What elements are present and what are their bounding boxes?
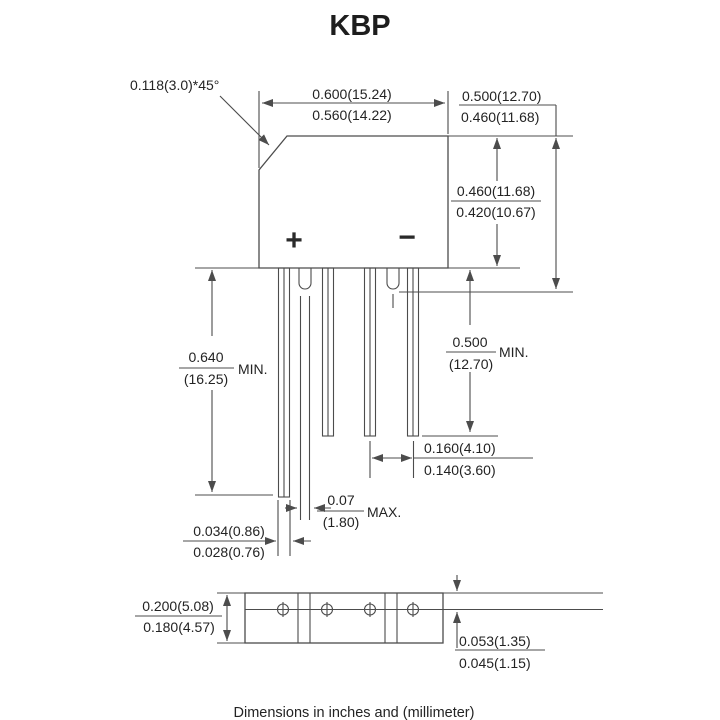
body-width-max-label: 0.600(15.24) [312,86,391,102]
body-height-max-label: 0.460(11.68) [457,183,535,199]
shoulder-width-mm-label: (1.80) [323,514,360,530]
thickness-max-label: 0.200(5.08) [142,598,214,614]
hole-offset-max-label: 0.053(1.35) [459,633,531,649]
drawing-caption: Dimensions in inches and (millimeter) [234,705,475,720]
lead-1-long [277,267,291,498]
overall-height-min-label: 0.460(11.68) [461,109,539,125]
dim-body-height: 0.460(11.68) 0.420(10.67) [448,138,541,269]
lead-2 [321,267,335,437]
page-title: KBP [329,10,390,42]
thickness-min-label: 0.180(4.57) [143,619,215,635]
dim-lead-length-right: 0.500 (12.70) MIN. [422,270,529,437]
shoulder-u-outline [386,268,400,290]
chamfer-leader-line [219,95,270,146]
dim-lead-length-left: 0.640 (16.25) MIN. [179,267,273,496]
polarity-minus-marking: − [398,221,416,254]
lead-width-max-label: 0.034(0.86) [193,523,265,539]
lead-length-left-in-label: 0.640 [188,349,223,365]
dim-lead-pitch: 0.160(4.10) 0.140(3.60) [369,440,533,478]
lead-length-right-in-label: 0.500 [452,334,487,350]
side-body-outline [244,592,444,644]
lead-length-left-qualifier: MIN. [238,361,268,377]
lead-width-min-label: 0.028(0.76) [193,544,265,560]
shoulder-tab-right [386,268,400,308]
package-body-outline [258,135,449,269]
lead-length-right-mm-label: (12.70) [449,356,493,372]
shoulder-tab-left [298,268,312,520]
chamfer-label: 0.118(3.0)*45° [130,77,219,93]
dim-body-width: 0.600(15.24) 0.560(14.22) [258,86,449,168]
lead-pitch-max-label: 0.160(4.10) [424,440,496,456]
hole-offset-min-label: 0.045(1.15) [459,655,531,671]
body-height-min-label: 0.420(10.67) [456,204,535,220]
dim-overall-height: 0.500(12.70) 0.460(11.68) [399,88,573,293]
overall-height-max-label: 0.500(12.70) [462,88,541,104]
dim-chamfer: 0.118(3.0)*45° [130,77,270,146]
lead-length-left-mm-label: (16.25) [184,371,228,387]
dim-hole-offset: 0.053(1.35) 0.045(1.15) [443,575,603,671]
dim-lead-width: 0.034(0.86) 0.028(0.76) [183,500,311,560]
lead-length-right-qualifier: MIN. [499,344,529,360]
lead-3 [363,267,377,437]
shoulder-u-outline [298,268,312,290]
lead-holes [276,602,420,617]
side-view: 0.200(5.08) 0.180(4.57) 0.053(1.35) 0.04… [135,575,603,671]
polarity-plus-marking: + [285,224,303,257]
dim-thickness: 0.200(5.08) 0.180(4.57) [135,592,245,644]
shoulder-width-qualifier: MAX. [367,504,401,520]
lead-pitch-min-label: 0.140(3.60) [424,462,496,478]
top-view: + − 0.118(3.0)*45° [130,77,573,560]
dim-shoulder-width: 0.07 (1.80) MAX. [285,492,401,530]
shoulder-width-in-label: 0.07 [327,492,354,508]
body-width-min-label: 0.560(14.22) [312,107,391,123]
lead-4 [406,267,420,437]
